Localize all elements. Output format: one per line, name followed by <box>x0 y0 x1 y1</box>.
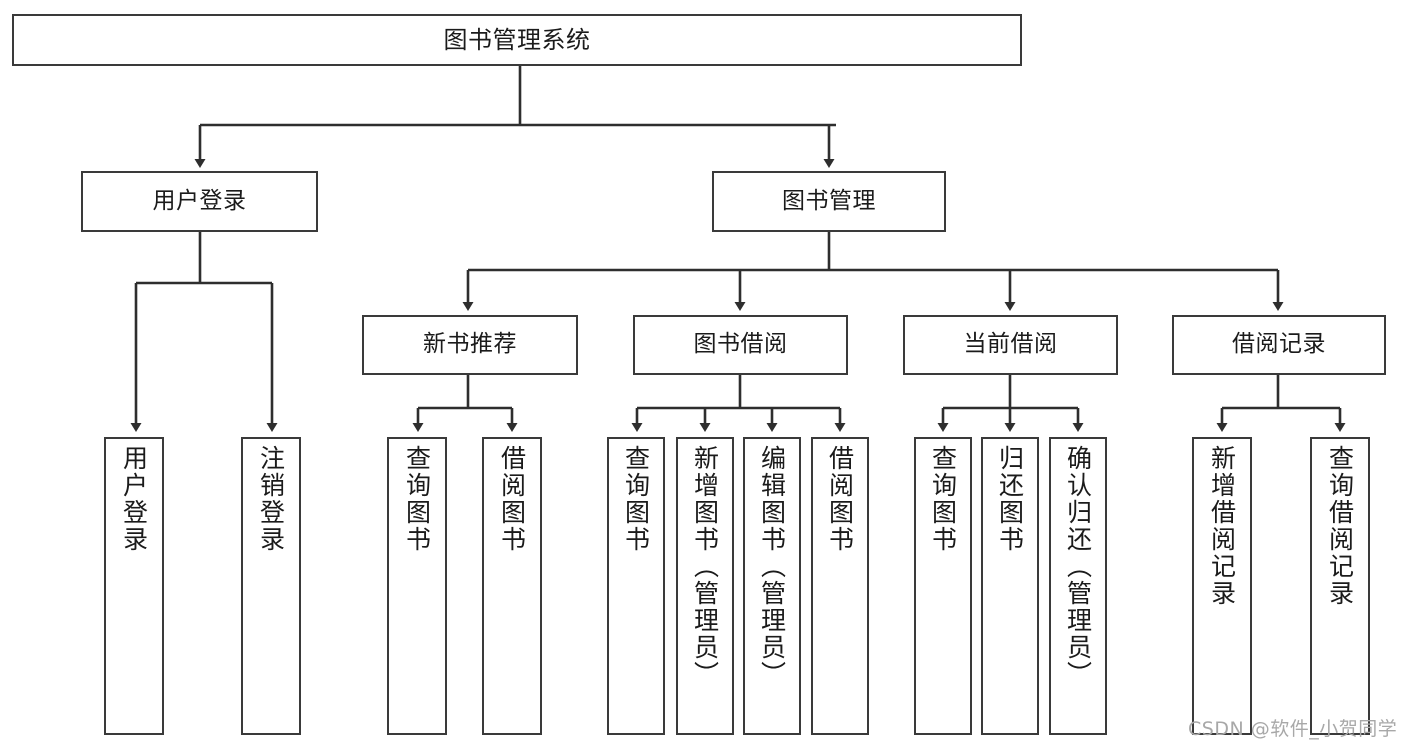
leaf-borrow-edit-book-admin[interactable]: 编辑图书（管理员） <box>743 437 801 735</box>
leaf-label: 注销登录 <box>256 445 286 553</box>
leaf-label: 新增借阅记录 <box>1207 445 1237 607</box>
leaf-label: 查询图书 <box>402 445 432 553</box>
leaf-current-query-book[interactable]: 查询图书 <box>914 437 972 735</box>
leaf-label: 查询图书 <box>928 445 958 553</box>
node-user-login-label: 用户登录 <box>152 187 247 214</box>
leaf-current-confirm-return-admin[interactable]: 确认归还（管理员） <box>1049 437 1107 735</box>
leaf-label: 借阅图书 <box>497 445 527 553</box>
leaf-label: 确认归还（管理员） <box>1063 445 1093 688</box>
leaf-borrow-query-book[interactable]: 查询图书 <box>607 437 665 735</box>
node-book-borrow-label: 图书借阅 <box>693 331 788 358</box>
leaf-record-query[interactable]: 查询借阅记录 <box>1310 437 1370 735</box>
leaf-new-book-query[interactable]: 查询图书 <box>387 437 447 735</box>
leaf-current-return-book[interactable]: 归还图书 <box>981 437 1039 735</box>
node-new-book-recommend-label: 新书推荐 <box>423 331 517 358</box>
leaf-label: 借阅图书 <box>825 445 855 553</box>
leaf-new-book-borrow[interactable]: 借阅图书 <box>482 437 542 735</box>
leaf-label: 编辑图书（管理员） <box>757 445 787 688</box>
leaf-record-add[interactable]: 新增借阅记录 <box>1192 437 1252 735</box>
watermark: CSDN @软件_小贺同学 <box>1188 718 1398 740</box>
leaf-label: 查询借阅记录 <box>1325 445 1355 607</box>
node-borrow-record-label: 借阅记录 <box>1232 331 1326 358</box>
leaf-label: 新增图书（管理员） <box>690 445 720 688</box>
leaf-borrow-borrow-book[interactable]: 借阅图书 <box>811 437 869 735</box>
node-borrow-record[interactable]: 借阅记录 <box>1172 315 1386 375</box>
node-user-login[interactable]: 用户登录 <box>81 171 318 232</box>
node-root[interactable]: 图书管理系统 <box>12 14 1022 66</box>
node-current-borrow-label: 当前借阅 <box>963 331 1058 358</box>
node-book-management-label: 图书管理 <box>782 187 876 214</box>
leaf-user-login-logout[interactable]: 注销登录 <box>241 437 301 735</box>
node-root-label: 图书管理系统 <box>443 25 591 54</box>
leaf-label: 用户登录 <box>119 445 149 553</box>
leaf-borrow-add-book-admin[interactable]: 新增图书（管理员） <box>676 437 734 735</box>
leaf-user-login-login[interactable]: 用户登录 <box>104 437 164 735</box>
node-book-management[interactable]: 图书管理 <box>712 171 946 232</box>
node-current-borrow[interactable]: 当前借阅 <box>903 315 1118 375</box>
leaf-label: 查询图书 <box>621 445 651 553</box>
node-book-borrow[interactable]: 图书借阅 <box>633 315 848 375</box>
node-new-book-recommend[interactable]: 新书推荐 <box>362 315 578 375</box>
leaf-label: 归还图书 <box>995 445 1025 553</box>
